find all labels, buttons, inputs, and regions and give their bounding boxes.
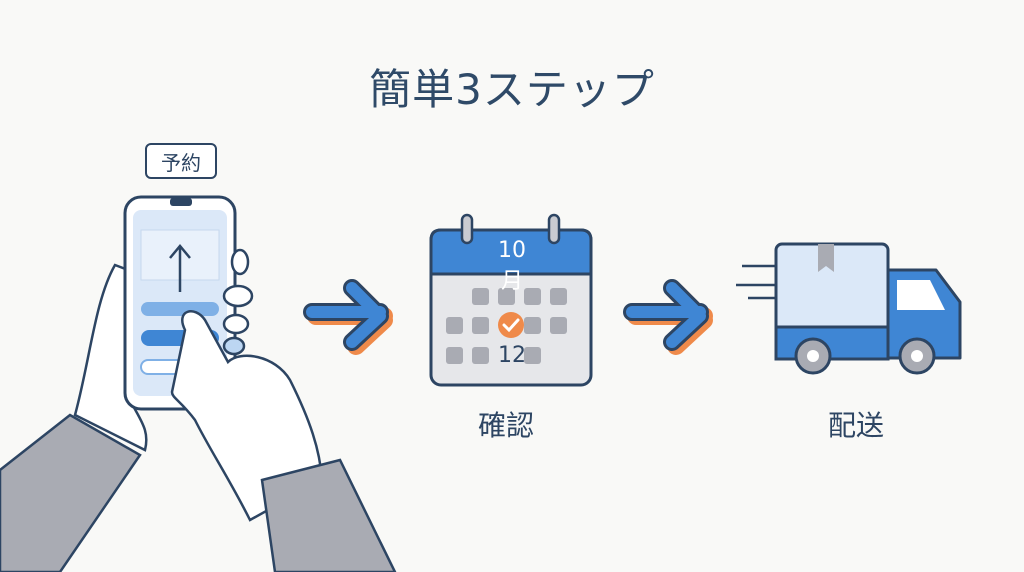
reserve-speech-bubble: 予約 — [145, 143, 217, 179]
arrow-right-icon — [623, 279, 713, 355]
calendar-month: 10月 — [498, 238, 526, 294]
page-title: 簡単3ステップ — [369, 65, 655, 114]
right-arm-icon — [170, 248, 397, 572]
step-label-confirm: 確認 — [478, 409, 535, 442]
arrow-right-icon — [303, 279, 393, 355]
calendar-date: 12 — [498, 343, 526, 368]
delivery-truck-icon — [736, 242, 962, 375]
step-label-delivery: 配送 — [828, 409, 885, 442]
calendar-icon — [429, 213, 593, 387]
